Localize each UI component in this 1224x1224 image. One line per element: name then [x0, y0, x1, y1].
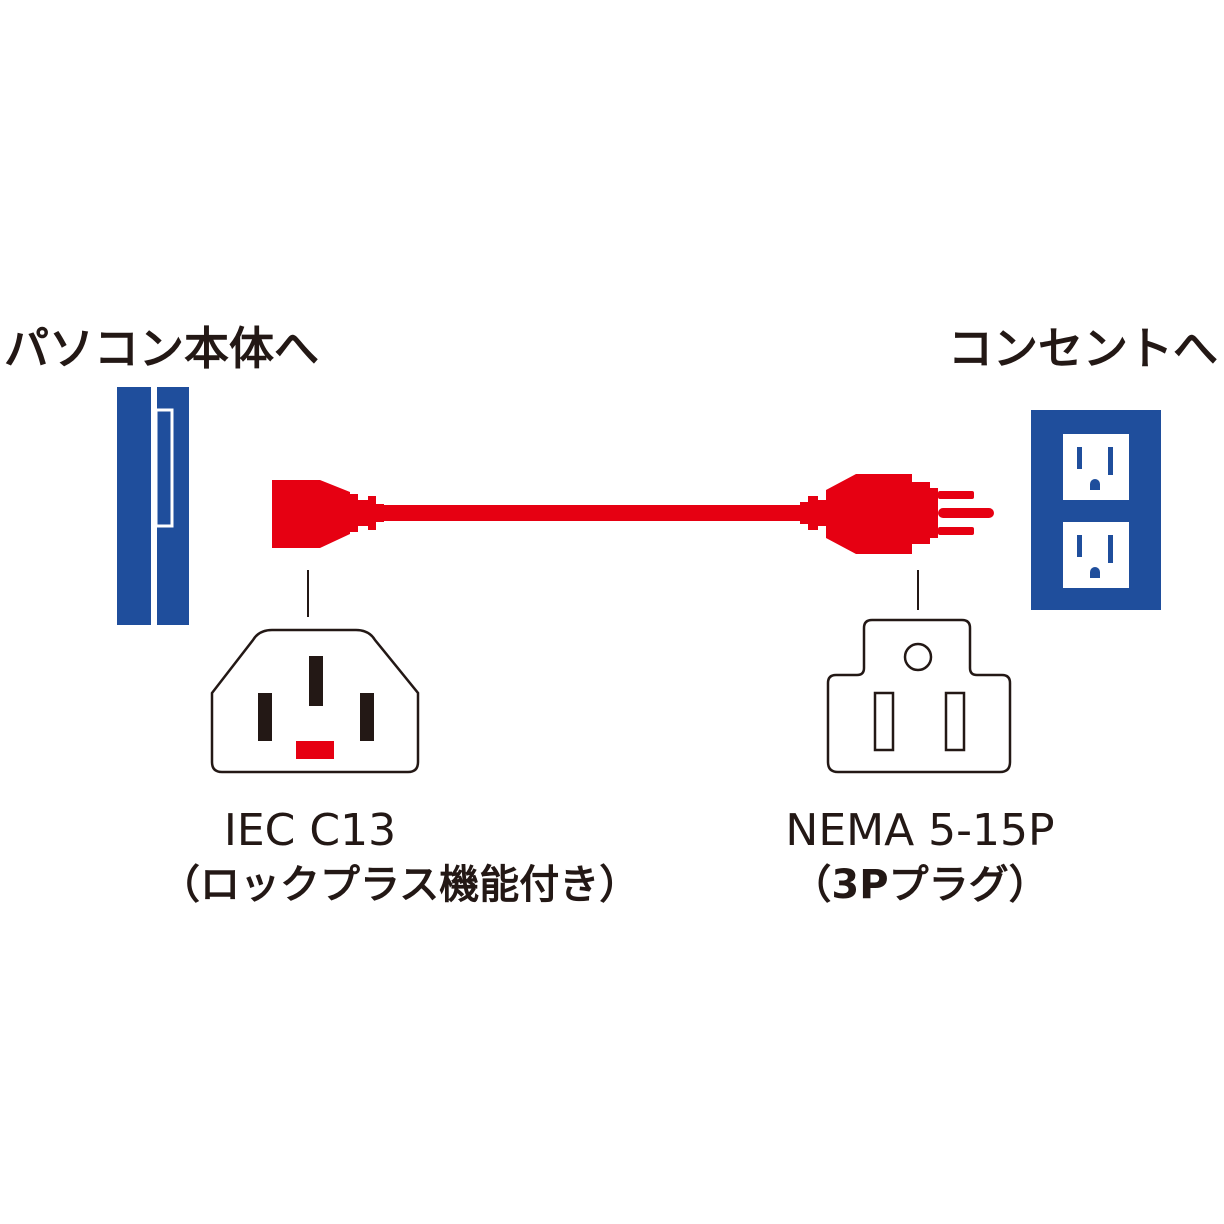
outlet-socket — [1063, 522, 1129, 588]
power-cable — [272, 474, 994, 554]
nema-5-15p-plug-icon — [826, 474, 912, 554]
nema-5-15p-face-icon — [826, 618, 1012, 774]
iec-c13-note: （ロックプラス機能付き） — [160, 862, 640, 908]
outlet-socket — [1063, 434, 1129, 500]
nema-name: NEMA 5-15P — [785, 805, 1055, 856]
outlet-side-label: コンセントへ — [947, 322, 1218, 375]
iec-c13-face-icon — [210, 628, 420, 774]
pc-side-label: パソコン本体へ — [4, 322, 320, 375]
nema-caption: NEMA 5-15P （3Pプラグ） — [760, 804, 1080, 912]
pc-body-icon — [117, 387, 189, 625]
iec-c13-caption: IEC C13 （ロックプラス機能付き） — [160, 804, 640, 912]
nema-note: （3Pプラグ） — [791, 862, 1049, 908]
iec-c13-name: IEC C13 — [223, 805, 397, 856]
wall-outlet-icon — [1031, 410, 1161, 610]
iec-c13-plug-icon — [272, 480, 350, 548]
